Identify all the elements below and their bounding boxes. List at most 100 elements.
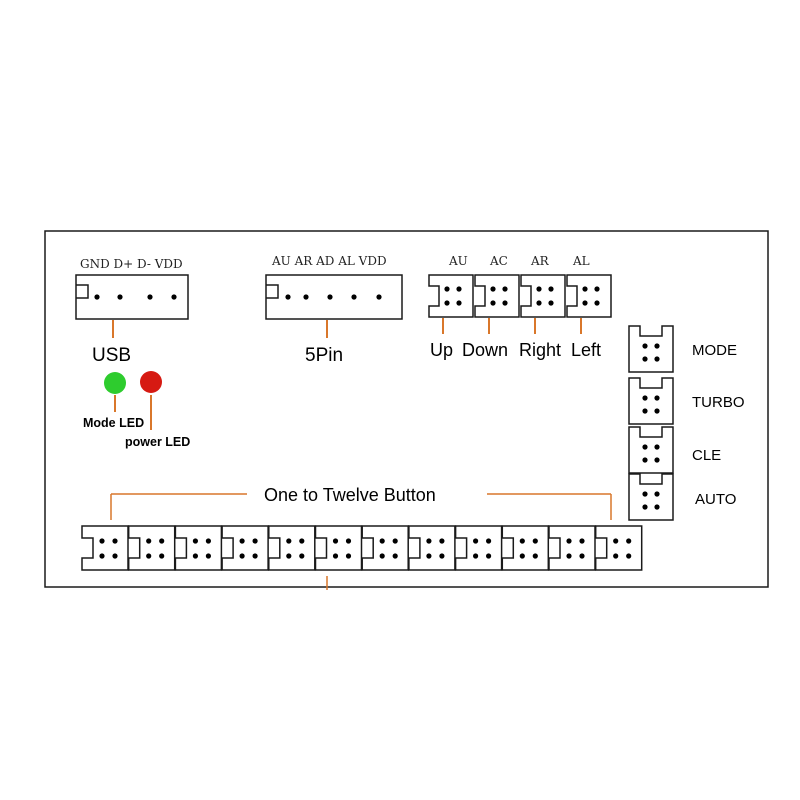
dir-code-ac: AC [489, 254, 508, 268]
button-connector-pin [146, 553, 152, 559]
button-connector-7 [361, 525, 409, 571]
button-connector-body [501, 525, 550, 571]
button-connector-body [408, 525, 456, 571]
button-connector-body [454, 525, 503, 571]
function-connector-body-turbo [628, 377, 674, 425]
direction-connector-pin [444, 300, 450, 306]
button-connector-pin [252, 538, 258, 544]
button-connector-pin [239, 553, 245, 559]
button-connector-pin [192, 553, 198, 559]
button-connector-pin [299, 553, 305, 559]
function-connector-mode [628, 325, 674, 373]
button-connector-pin [626, 553, 632, 559]
button-connector-body [81, 525, 129, 571]
button-connector-pin [519, 538, 525, 544]
direction-connector-al [566, 274, 612, 334]
mode-led [104, 372, 126, 394]
button-connector-body [314, 525, 363, 571]
button-connector-pin [439, 553, 445, 559]
dir-label-up: Up [430, 340, 453, 360]
button-connector-1 [81, 525, 129, 571]
function-label-cle: CLE [692, 447, 721, 464]
button-connector-6 [314, 525, 363, 571]
direction-connector-ar [520, 274, 566, 334]
direction-connectors: AU AC AR AL Up Down Right Left [428, 254, 612, 360]
button-connector-pin [332, 538, 339, 544]
button-connector-pin [379, 538, 385, 544]
direction-connector-pin [502, 286, 508, 292]
button-connector-4 [221, 525, 269, 571]
button-connector-pin [192, 538, 198, 544]
led-indicators: Mode LED power LED [83, 371, 190, 449]
five-pin-label: 5Pin [305, 345, 343, 366]
five-pin-header-pins [285, 294, 382, 300]
button-connector-body [548, 525, 596, 571]
button-connector-pin [439, 538, 445, 544]
direction-connector-pin [444, 286, 450, 292]
direction-connector-pin [548, 286, 554, 292]
direction-connector-pin [594, 286, 600, 292]
direction-connector-pin [502, 300, 508, 306]
direction-connector-pin [536, 286, 542, 292]
button-connector-pin [532, 538, 538, 544]
buttons-label: One to Twelve Button [264, 485, 436, 505]
button-connector-pin [99, 538, 105, 544]
direction-connector-pin [456, 286, 462, 292]
usb-header-body [75, 274, 189, 320]
button-connector-pin [239, 538, 245, 544]
button-connector-body [594, 525, 643, 571]
button-connector-pin [613, 538, 619, 544]
button-connector-pin [252, 553, 258, 559]
function-connector-pin [654, 343, 660, 349]
button-connector-pin [486, 538, 492, 544]
direction-connector-pin [490, 300, 496, 306]
button-connector-pin [473, 553, 479, 559]
button-connector-pin [99, 553, 105, 559]
five-pin-pin-4 [351, 294, 357, 300]
usb-pin-2 [117, 294, 123, 300]
function-connector-pin [654, 444, 660, 450]
button-connector-pin [159, 553, 165, 559]
function-connector-pin [654, 504, 660, 510]
button-connector-9 [454, 525, 503, 571]
dir-code-ar: AR [530, 254, 550, 268]
dir-label-down: Down [462, 340, 508, 360]
five-pin-header-notch [266, 284, 279, 299]
button-connector-body [127, 525, 176, 571]
function-connector-pin [642, 343, 648, 349]
direction-connector-pin [582, 286, 588, 292]
button-connector-pin [146, 538, 152, 544]
function-connector-pin [654, 395, 660, 401]
function-connector-pin [654, 408, 660, 414]
direction-connector-pin [456, 300, 462, 306]
button-connector-pin [532, 553, 538, 559]
button-connector-pin [579, 553, 585, 559]
button-connector-pin [345, 538, 352, 544]
direction-connector-body-au [428, 274, 474, 318]
function-connector-pin [642, 395, 648, 401]
function-label-auto: AUTO [695, 491, 736, 508]
button-connector-pin [332, 553, 339, 559]
button-connector-body [221, 525, 269, 571]
button-connector-pin [566, 553, 572, 559]
usb-label: USB [92, 345, 131, 366]
button-connector-pin [626, 538, 632, 544]
direction-connector-ac [474, 274, 520, 334]
usb-pin-4 [171, 294, 177, 300]
button-connector-pin [345, 553, 352, 559]
five-pin-connector: AU AR AD AL VDD 5Pin [265, 254, 403, 366]
function-connector-pin [642, 504, 648, 510]
button-connector-pin [205, 553, 211, 559]
button-connector-pin [613, 553, 619, 559]
five-pin-pin-2 [303, 294, 309, 300]
button-connector-pin [205, 538, 211, 544]
button-connector-pin [519, 553, 525, 559]
button-connector-11 [548, 525, 596, 571]
function-connector-pin [654, 491, 660, 497]
usb-pin-3 [147, 294, 153, 300]
direction-connector-pin [582, 300, 588, 306]
direction-connector-au [428, 274, 474, 334]
function-connector-pin [642, 408, 648, 414]
power-led [140, 371, 162, 393]
usb-header-pins [94, 294, 177, 300]
